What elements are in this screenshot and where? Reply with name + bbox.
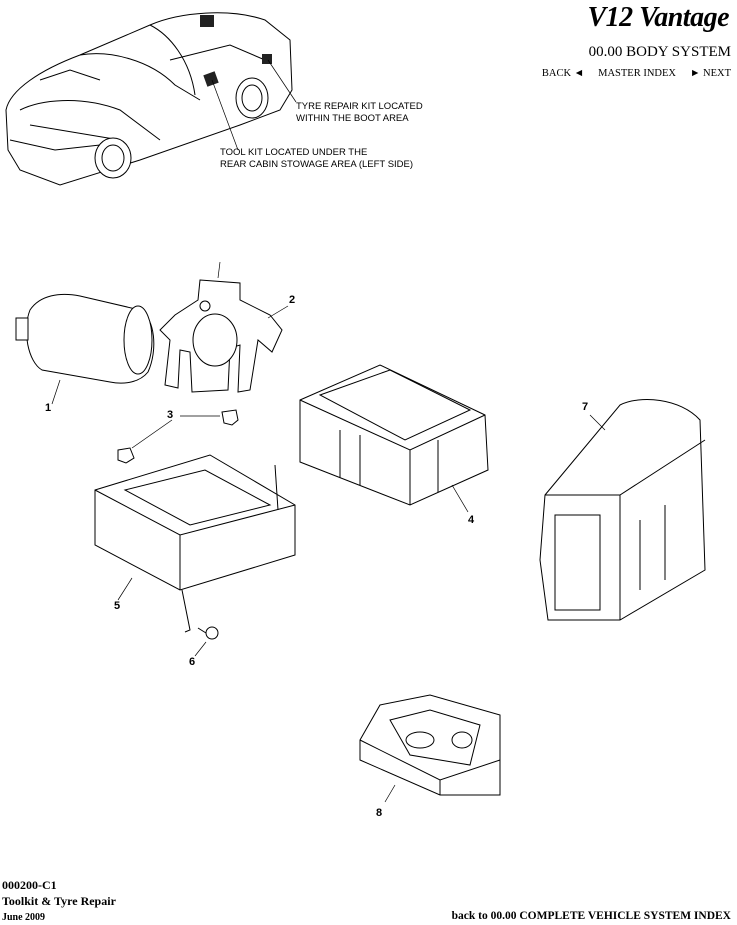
- footer-date: June 2009: [2, 912, 46, 923]
- nav-bar: BACK ◄ MASTER INDEX ► NEXT: [542, 68, 731, 79]
- part-number-7: 7: [582, 401, 589, 413]
- part-3-nut: [117, 409, 239, 464]
- part-number-4: 4: [468, 514, 475, 526]
- part-number-2: 2: [289, 294, 296, 306]
- footer-code: 000200-C1: [2, 878, 57, 892]
- part-number-8: 8: [376, 807, 383, 819]
- part-number-3: 3: [167, 409, 174, 421]
- back-link[interactable]: BACK ◄: [541, 68, 585, 79]
- complete-vehicle-index-link[interactable]: back to 00.00 COMPLETE VEHICLE SYSTEM IN…: [451, 910, 731, 922]
- tool-kit-callout-line2: REAR CABIN STOWAGE AREA (LEFT SIDE): [220, 158, 414, 170]
- master-index-link[interactable]: MASTER INDEX: [598, 68, 676, 79]
- tool-kit-callout-line1: TOOL KIT LOCATED UNDER THE: [220, 147, 368, 158]
- part-number-1: 1: [45, 402, 52, 414]
- system-title: 00.00 BODY SYSTEM: [588, 44, 731, 60]
- tyre-kit-callout-line1: TYRE REPAIR KIT LOCATED: [296, 101, 423, 112]
- part-5-frame: [94, 454, 296, 633]
- car-illustration: [5, 12, 297, 186]
- tyre-kit-callout-line2: WITHIN THE BOOT AREA: [296, 112, 409, 124]
- part-number-5: 5: [114, 600, 121, 612]
- part-4-kit-case: [299, 364, 489, 513]
- part-1-inflator: [15, 293, 155, 405]
- part-6-bolt: [194, 626, 219, 657]
- part-2-bracket: [159, 261, 289, 393]
- part-number-6: 6: [189, 656, 196, 668]
- next-link[interactable]: ► NEXT: [689, 68, 731, 79]
- part-7-foam-insert: [539, 399, 706, 621]
- tyre-kit-callout: TYRE REPAIR KIT LOCATED WITHIN THE BOOT …: [296, 101, 423, 124]
- brand-logo: V12 Vantage: [587, 2, 729, 33]
- tool-kit-callout: TOOL KIT LOCATED UNDER THE REAR CABIN ST…: [220, 147, 413, 170]
- part-8-tray: [359, 694, 501, 803]
- footer-title: Toolkit & Tyre Repair: [2, 894, 116, 908]
